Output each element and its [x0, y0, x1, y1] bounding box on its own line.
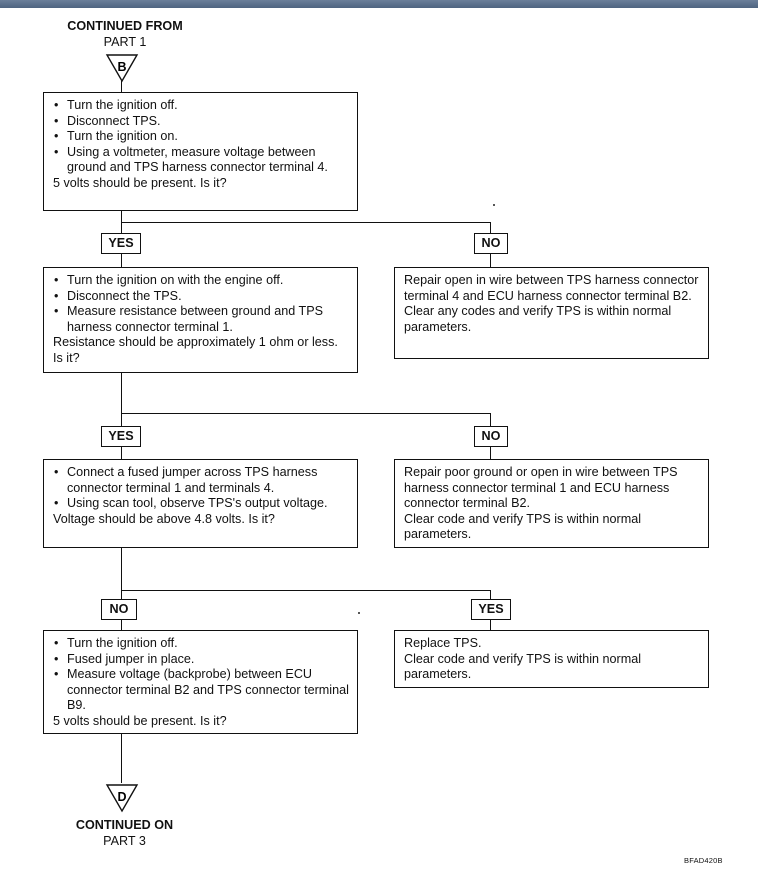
window-top-bar: [0, 0, 758, 8]
step3-question: Voltage should be above 4.8 volts. Is it…: [53, 511, 275, 526]
step2-bullet: Turn the ignition on with the engine off…: [53, 273, 349, 289]
step3-no-text2: Clear code and verify TPS is within norm…: [404, 511, 642, 542]
step1-bullet: Turn the ignition off.: [53, 98, 349, 114]
step2-no-label: NO: [474, 233, 508, 254]
step2-no-text: Repair open in wire between TPS harness …: [404, 273, 699, 303]
step4-yes-text: Replace TPS.: [404, 636, 482, 650]
step4-no-box: Turn the ignition off. Fused jumper in p…: [43, 630, 358, 734]
step3-no-text: Repair poor ground or open in wire betwe…: [404, 465, 678, 511]
step4-question: 5 volts should be present. Is it?: [53, 713, 227, 728]
step4-bullet: Fused jumper in place.: [53, 652, 349, 668]
scan-speck: [493, 204, 495, 206]
step3-yes-box: Connect a fused jumper across TPS harnes…: [43, 459, 358, 548]
step2-yes-label: YES: [101, 233, 141, 254]
step1-bullet: Using a voltmeter, measure voltage betwe…: [53, 145, 349, 176]
connector-d-letter: D: [117, 790, 126, 804]
connector-b-icon: B: [105, 54, 139, 83]
connector-wire: [121, 619, 123, 631]
step2-no-box: Repair open in wire between TPS harness …: [394, 267, 709, 359]
step3-bullet: Connect a fused jumper across TPS harnes…: [53, 465, 349, 496]
step2-question: Resistance should be approximately 1 ohm…: [53, 335, 338, 365]
continued-on-part: PART 3: [103, 834, 146, 848]
step4-yes-label: YES: [471, 599, 511, 620]
connector-wire: [490, 222, 492, 233]
connector-wire: [121, 373, 123, 426]
step2-yes-box: Turn the ignition on with the engine off…: [43, 267, 358, 373]
connector-d-icon: D: [105, 784, 139, 813]
connector-wire: [490, 253, 492, 267]
continued-from-part: PART 1: [103, 35, 147, 49]
connector-wire: [490, 590, 492, 599]
step4-yes-box: Replace TPS. Clear code and verify TPS i…: [394, 630, 709, 688]
continued-from-heading: CONTINUED FROM: [67, 19, 183, 33]
connector-wire: [490, 413, 492, 426]
connector-wire: [121, 222, 491, 224]
continued-on-heading: CONTINUED ON: [75, 818, 174, 832]
step2-no-text2: Clear any codes and verify TPS is within…: [404, 304, 672, 334]
step2-bullet: Disconnect the TPS.: [53, 289, 349, 305]
step1-box: Turn the ignition off. Disconnect TPS. T…: [43, 92, 358, 211]
step4-bullet: Turn the ignition off.: [53, 636, 349, 652]
scan-speck: [358, 612, 360, 614]
connector-wire: [121, 253, 123, 267]
step3-yes-label: YES: [101, 426, 141, 447]
step1-question: 5 volts should be present. Is it?: [53, 175, 227, 190]
step2-bullet: Measure resistance between ground and TP…: [53, 304, 349, 335]
connector-wire: [121, 81, 123, 93]
step1-bullet: Disconnect TPS.: [53, 114, 349, 130]
step3-bullet: Using scan tool, observe TPS's output vo…: [53, 496, 349, 512]
figure-code: BFAD420B: [684, 856, 723, 865]
connector-wire: [490, 619, 492, 631]
connector-wire: [121, 547, 123, 599]
step1-bullet: Turn the ignition on.: [53, 129, 349, 145]
step4-no-label: NO: [101, 599, 137, 620]
step4-bullet: Measure voltage (backprobe) between ECU …: [53, 667, 349, 714]
connector-wire: [121, 733, 123, 783]
connector-wire: [490, 446, 492, 460]
connector-wire: [121, 590, 491, 592]
step4-yes-text2: Clear code and verify TPS is within norm…: [404, 651, 642, 682]
connector-wire: [121, 413, 491, 415]
step3-no-box: Repair poor ground or open in wire betwe…: [394, 459, 709, 548]
step3-no-label: NO: [474, 426, 508, 447]
connector-b-letter: B: [117, 60, 126, 74]
connector-wire: [121, 446, 123, 460]
